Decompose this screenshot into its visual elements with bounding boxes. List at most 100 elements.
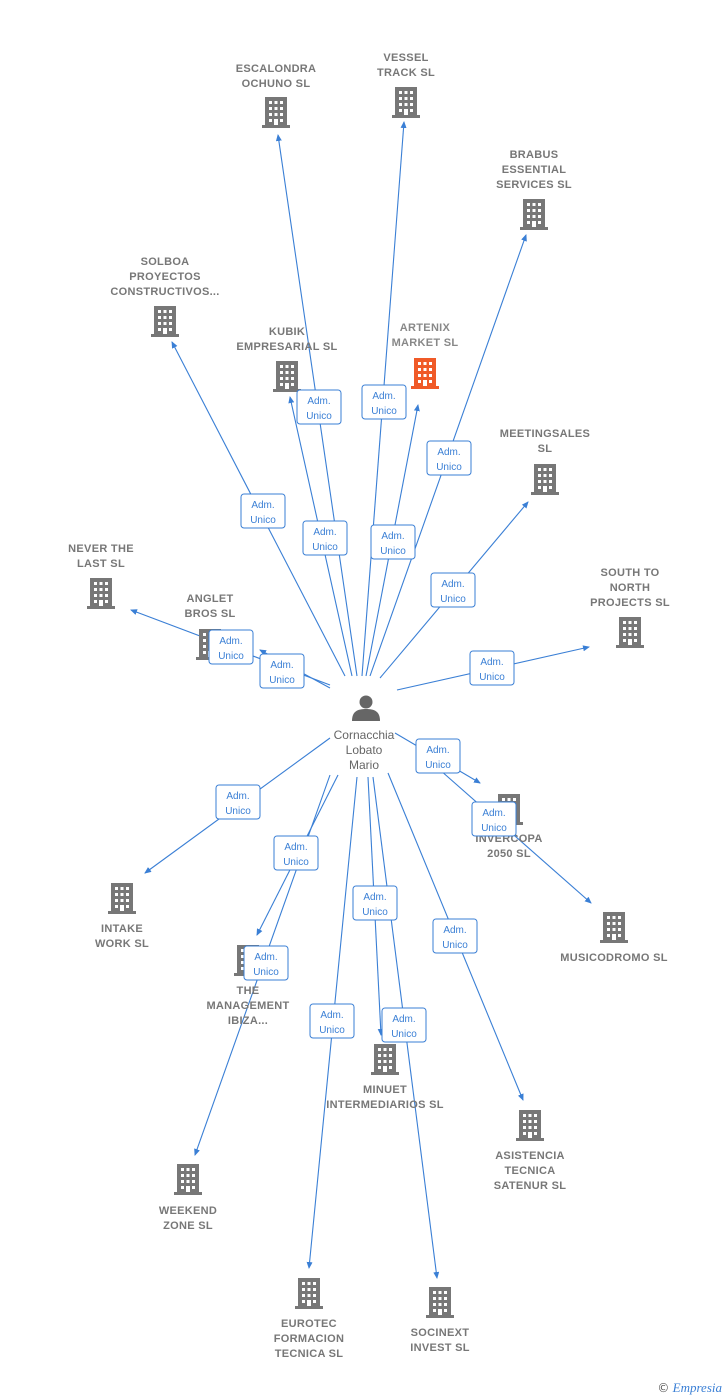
company-label-line: BROS SL: [185, 608, 236, 620]
company-label-line: NEVER THE: [68, 543, 134, 555]
edge-label-text: Adm.: [313, 527, 336, 538]
edge-badge-extra-1[interactable]: Adm.Unico: [361, 384, 407, 420]
edge-label-text: Adm.: [381, 531, 404, 542]
edge-badge-meetingsales[interactable]: Adm.Unico: [430, 572, 476, 608]
edge-label-text: Adm.: [219, 636, 242, 647]
building-icon: [371, 1044, 399, 1075]
edge-label-text: Adm.: [363, 892, 386, 903]
company-label-line: IBIZA...: [228, 1015, 268, 1027]
company-label-line: FORMACION: [274, 1333, 345, 1345]
center-person-name-line-3: Mario: [349, 758, 379, 772]
edge-badge-asistencia[interactable]: Adm. Unico: [432, 918, 478, 954]
building-icon: [262, 97, 290, 128]
edge-label-box: [471, 801, 517, 837]
edge-badge-never[interactable]: Adm. Unico: [208, 629, 254, 665]
building-icon: [174, 1164, 202, 1195]
edge-badge-socinext[interactable]: Adm.Unico: [381, 1007, 427, 1043]
company-node-vessel[interactable]: VESSEL TRACK SL: [377, 52, 435, 118]
edge-musicodromo: [439, 769, 592, 904]
building-icon: [426, 1287, 454, 1318]
badges-layer: Adm.UnicoAdm.UnicoAdm.UnicoAdm.UnicoAdm.…: [208, 384, 517, 1043]
company-label-line: SOUTH TO: [600, 567, 659, 579]
copyright-symbol: ©: [657, 1381, 670, 1395]
edge-label-text: Adm.: [226, 791, 249, 802]
building-icon: [520, 199, 548, 230]
company-label-line: MINUET: [363, 1084, 407, 1096]
company-label-line: BRABUS: [510, 149, 559, 161]
edge-badge-invercopa[interactable]: Adm.Unico: [415, 738, 461, 774]
edge-label-box: [469, 650, 515, 686]
edge-label-text: Adm.: [443, 925, 466, 936]
edge-badge-kubik[interactable]: Adm. Unico: [302, 520, 348, 556]
edge-label-box: [208, 629, 254, 665]
edge-badge-southto[interactable]: Adm.Unico: [469, 650, 515, 686]
edge-label-text: Adm.: [482, 808, 505, 819]
edge-label-text: Unico: [225, 806, 251, 817]
edge-badge-musicodromo[interactable]: Adm. Unico: [471, 801, 517, 837]
company-label-line: WEEKEND: [159, 1205, 217, 1217]
company-label-line: ANGLET: [186, 593, 233, 605]
company-label-line: CONSTRUCTIVOS...: [110, 286, 219, 298]
company-node-management[interactable]: THE MANAGEMENT IBIZA...: [206, 945, 289, 1027]
company-label-line: ASISTENCIA: [495, 1150, 565, 1162]
edge-badge-extra-2[interactable]: Adm.Unico: [259, 653, 305, 689]
building-icon: [392, 87, 420, 118]
edge-badge-minuet[interactable]: Adm.Unico: [352, 885, 398, 921]
company-node-eurotec[interactable]: EUROTEC FORMACION TECNICA SL: [274, 1278, 345, 1360]
edge-badge-eurotec[interactable]: Adm.Unico: [309, 1003, 355, 1039]
edge-label-text: Unico: [481, 823, 507, 834]
edge-badge-solboa[interactable]: Adm.Unico: [240, 493, 286, 529]
edge-label-text: Unico: [442, 940, 468, 951]
edge-label-text: Unico: [283, 857, 309, 868]
company-label-line: THE: [237, 985, 260, 997]
edge-label-text: Unico: [306, 411, 332, 422]
company-node-anglet[interactable]: ANGLET BROS SL: [185, 593, 236, 660]
company-label-line: EUROTEC: [281, 1318, 337, 1330]
company-label-line: VESSEL: [383, 52, 428, 64]
company-label-line: SL: [538, 443, 553, 455]
edge-label-text: Unico: [253, 967, 279, 978]
company-label-line: 2050 SL: [487, 848, 531, 860]
edge-label-box: [243, 945, 289, 981]
company-label-line: ARTENIX: [400, 322, 451, 334]
edge-label-box: [273, 835, 319, 871]
building-icon: [273, 361, 301, 392]
building-icon: [531, 464, 559, 495]
company-label-line: TECNICA SL: [275, 1348, 344, 1360]
company-label-line: WORK SL: [95, 938, 149, 950]
company-label-line: TRACK SL: [377, 67, 435, 79]
center-person-node[interactable]: Cornacchia Lobato Mario: [334, 695, 395, 773]
edge-label-text: Unico: [218, 651, 244, 662]
edge-label-text: Unico: [312, 542, 338, 553]
company-node-musicodromo[interactable]: MUSICODROMO SL: [560, 912, 667, 964]
company-label-line: MANAGEMENT: [206, 1000, 289, 1012]
brand-logo[interactable]: Empresia: [672, 1380, 722, 1395]
edge-badge-brabus[interactable]: Adm.Unico: [426, 440, 472, 476]
edge-badge-weekend[interactable]: Adm.Unico: [243, 945, 289, 981]
edge-badge-intake[interactable]: Adm. Unico: [215, 784, 261, 820]
edge-badge-extra-0[interactable]: Adm.Unico: [296, 389, 342, 425]
building-icon: [411, 358, 439, 389]
company-label-line: TECNICA: [505, 1165, 556, 1177]
edge-label-text: Adm.: [441, 579, 464, 590]
edge-label-text: Adm.: [320, 1010, 343, 1021]
edge-label-box: [302, 520, 348, 556]
edge-label-text: Adm.: [372, 391, 395, 402]
company-label-line: KUBIK: [269, 326, 305, 338]
edge-badge-artenix[interactable]: Adm.Unico: [370, 524, 416, 560]
edge-badge-management[interactable]: Adm.Unico: [273, 835, 319, 871]
company-node-solboa[interactable]: SOLBOAPROYECTOSCONSTRUCTIVOS...: [110, 256, 219, 337]
building-icon: [516, 1110, 544, 1141]
